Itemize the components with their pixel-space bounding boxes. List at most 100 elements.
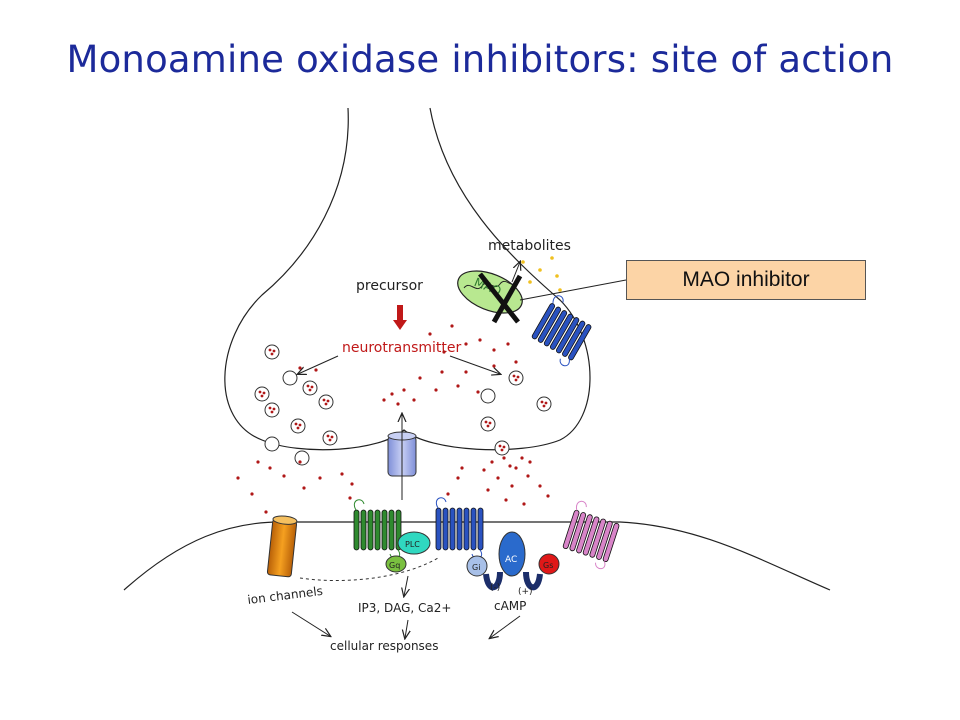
neurotransmitter-dot [464, 342, 468, 346]
presynaptic-autoreceptor [531, 295, 592, 367]
dashed-connector [299, 557, 439, 581]
mao-inhibitor-box: MAO inhibitor [626, 260, 866, 300]
neurotransmitter-dot [476, 390, 480, 394]
vesicle [282, 370, 298, 386]
neurotransmitter-dot [382, 398, 386, 402]
neurotransmitter-dot [456, 384, 460, 388]
neurotransmitter-dot [460, 466, 464, 470]
vesicle [290, 418, 306, 434]
neurotransmitter-dot [502, 456, 506, 460]
neurotransmitter-label: neurotransmitter [342, 340, 461, 356]
neurotransmitter-dot [514, 466, 518, 470]
neurotransmitter-dot [302, 486, 306, 490]
vesicle [494, 440, 510, 456]
vesicle [508, 370, 524, 386]
gi-protein [466, 555, 488, 577]
neurotransmitter-dot [340, 472, 344, 476]
vesicle [264, 402, 280, 418]
vesicle [264, 344, 280, 360]
neurotransmitter-dot [318, 476, 322, 480]
neurotransmitter-dot [520, 456, 524, 460]
second-messengers-label: IP3, DAG, Ca2+ [358, 601, 451, 615]
neurotransmitter-dot [250, 492, 254, 496]
neurotransmitter-dot [528, 460, 532, 464]
neurotransmitter-dots [236, 324, 550, 514]
stimulate-arrow-icon [523, 571, 543, 591]
minus-label: (-) [490, 583, 500, 593]
gi-coupled-receptor [435, 497, 484, 559]
gq-protein [385, 555, 407, 573]
vesicle [536, 396, 552, 412]
vesicle [264, 436, 280, 452]
vesicle [302, 380, 318, 396]
vesicle [254, 386, 270, 402]
vesicle [294, 450, 310, 466]
neurotransmitter-dot [538, 484, 542, 488]
neurotransmitter-dot [522, 502, 526, 506]
neurotransmitter-dot [298, 366, 302, 370]
neurotransmitter-dot [282, 474, 286, 478]
vesicle [480, 416, 496, 432]
neurotransmitter-dot [450, 324, 454, 328]
gs-coupled-receptor [562, 500, 620, 570]
neurotransmitter-dot [526, 474, 530, 478]
gi-label: Gi [472, 563, 480, 572]
plus-label: (+) [518, 587, 533, 597]
mitochondrion: MAO [457, 270, 523, 314]
gq-coupled-receptor [353, 499, 402, 559]
ac-label: AC [505, 555, 517, 565]
metabolites-label: metabolites [488, 238, 571, 254]
neurotransmitter-dot [514, 360, 518, 364]
neurotransmitter-dot [396, 402, 400, 406]
neurotransmitter-dot [434, 388, 438, 392]
neurotransmitter-dot [478, 338, 482, 342]
neurotransmitter-dot [348, 496, 352, 500]
neurotransmitter-dot [482, 468, 486, 472]
neurotransmitter-dot [268, 466, 272, 470]
gq-label: Gq [389, 561, 400, 570]
plc-label: PLC [405, 540, 420, 549]
neurotransmitter-dot [546, 494, 550, 498]
neurotransmitter-dot [298, 460, 302, 464]
precursor-arrow [393, 305, 407, 330]
postsynaptic-membrane [123, 521, 831, 591]
neurotransmitter-dot [446, 492, 450, 496]
camp-label: cAMP [494, 599, 526, 613]
neurotransmitter-dot [428, 332, 432, 336]
neurotransmitter-dot [264, 510, 268, 514]
vesicle [480, 388, 496, 404]
adenylyl-cyclase [498, 531, 526, 577]
neurotransmitter-dot [236, 476, 240, 480]
gs-label: Gs [543, 561, 553, 570]
ion-channels-label: ion channels [247, 584, 324, 607]
neurotransmitter-dot [442, 350, 446, 354]
neurotransmitter-dot [490, 460, 494, 464]
plc-enzyme [397, 531, 431, 555]
neurotransmitter-dot [350, 482, 354, 486]
neurotransmitter-dot [492, 348, 496, 352]
neurotransmitter-dot [504, 498, 508, 502]
neurotransmitter-dot [464, 370, 468, 374]
neurotransmitter-dot [440, 370, 444, 374]
neurotransmitter-dot [418, 376, 422, 380]
neurotransmitter-dot [506, 342, 510, 346]
ion-channel [266, 515, 298, 578]
neurotransmitter-dot [412, 398, 416, 402]
metabolite-dots [521, 256, 562, 292]
inhibition-x-icon [478, 272, 523, 324]
neurotransmitter-dot [510, 484, 514, 488]
vesicle [322, 430, 338, 446]
cellular-responses-label: cellular responses [330, 639, 438, 653]
neurotransmitter-dot [402, 388, 406, 392]
neurotransmitter-dot [486, 488, 490, 492]
slide-title: Monoamine oxidase inhibitors: site of ac… [66, 38, 894, 81]
neurotransmitter-dot [256, 460, 260, 464]
vesicle-group [254, 344, 552, 466]
neurotransmitter-dot [456, 476, 460, 480]
inhibit-arrow-icon [483, 571, 503, 591]
gs-protein [538, 553, 560, 575]
neurotransmitter-dot [508, 464, 512, 468]
neurotransmitter-dot [314, 368, 318, 372]
neurotransmitter-dot [492, 364, 496, 368]
